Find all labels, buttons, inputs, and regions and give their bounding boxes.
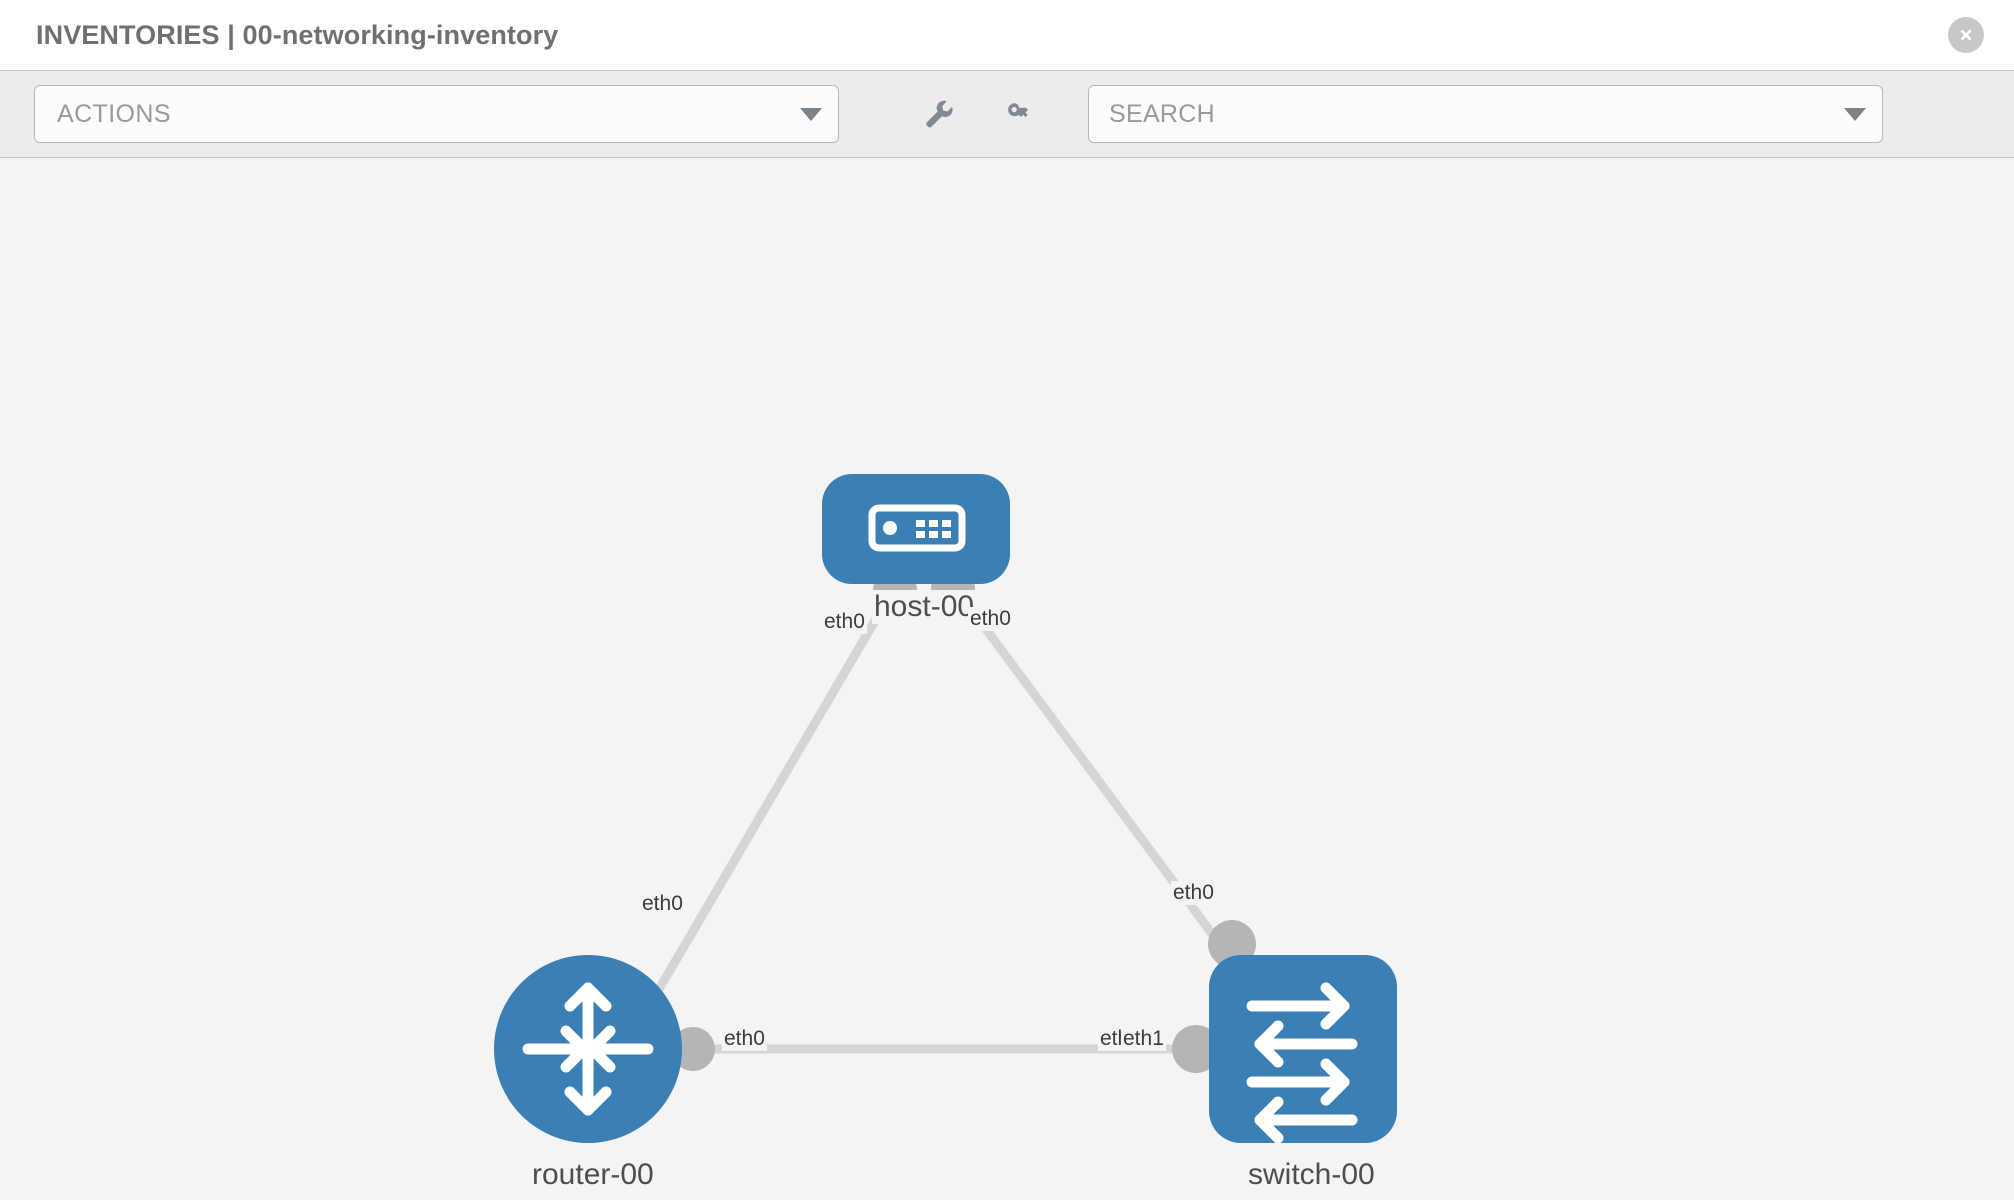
page-header: INVENTORIES | 00-networking-inventory (0, 0, 2014, 70)
close-button[interactable] (1948, 17, 1984, 53)
switch-icon (1246, 982, 1358, 1144)
search-input[interactable] (1109, 99, 1844, 129)
node-switch-00[interactable] (1209, 955, 1397, 1144)
page-title: INVENTORIES | 00-networking-inventory (36, 19, 559, 50)
search-field[interactable] (1088, 85, 1883, 143)
chevron-down-icon (800, 107, 822, 121)
node-label-router-00: router-00 (530, 1158, 656, 1192)
topology-graph (494, 474, 1397, 1144)
edge-label-host00-switch00-far: eth0 (1171, 881, 1216, 905)
router-icon (522, 982, 654, 1116)
edge-host00-router00[interactable] (641, 575, 904, 1016)
port-bubble[interactable] (1172, 1025, 1220, 1073)
edge-label-router00-switch00-near: eth0 (722, 1027, 767, 1051)
server-icon (868, 504, 966, 552)
edge-label-router00-switch00-far: eth1 (1121, 1027, 1166, 1051)
edge-label-host00-router00-far: eth0 (640, 892, 685, 916)
node-host-00[interactable] (822, 474, 1010, 584)
key-icon (1008, 103, 1028, 118)
close-icon (1960, 29, 1972, 41)
topology-canvas[interactable]: host-00 router-00 switch-00 eth0 eth0 et… (0, 158, 2014, 1200)
edge-label-host00-router00-near: eth0 (822, 610, 867, 634)
search-chevron-down-icon[interactable] (1844, 107, 1866, 121)
actions-dropdown-label: ACTIONS (57, 99, 171, 128)
node-router-00[interactable] (494, 955, 682, 1143)
port-bubble[interactable] (671, 1027, 715, 1071)
wrench-icon (926, 100, 953, 128)
wrench-button[interactable] (916, 93, 958, 135)
node-label-switch-00: switch-00 (1246, 1158, 1377, 1192)
toolbar-icon-group (916, 93, 1040, 135)
actions-dropdown[interactable]: ACTIONS (34, 85, 839, 143)
key-button[interactable] (998, 93, 1040, 135)
node-label-host-00: host-00 (872, 590, 977, 624)
toolbar: ACTIONS (0, 70, 2014, 158)
edge-label-host00-switch00-near: eth0 (968, 607, 1013, 631)
